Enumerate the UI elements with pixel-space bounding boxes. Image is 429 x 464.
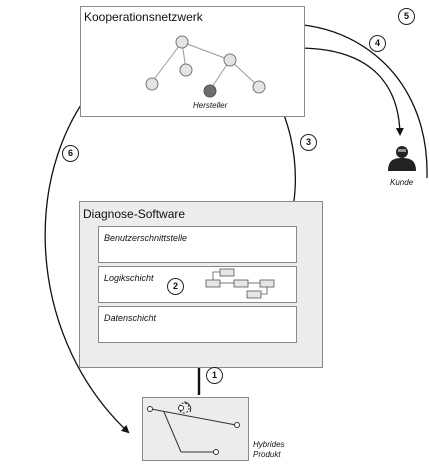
step-1-badge: 1 bbox=[206, 367, 223, 384]
step-2-badge: 2 bbox=[167, 278, 184, 295]
layer-label: Benutzerschnittstelle bbox=[104, 233, 188, 243]
step-4-badge: 4 bbox=[369, 35, 386, 52]
manufacturer-label: Hersteller bbox=[193, 101, 228, 110]
layer-user-interface: Benutzerschnittstelle bbox=[98, 226, 297, 263]
step-3-badge: 3 bbox=[300, 134, 317, 151]
software-title: Diagnose-Software bbox=[83, 207, 186, 221]
cooperation-network-box bbox=[80, 6, 305, 117]
network-title: Kooperationsnetzwerk bbox=[84, 10, 203, 24]
network-node bbox=[175, 35, 189, 49]
network-node bbox=[252, 80, 266, 94]
step-6-badge: 6 bbox=[62, 145, 79, 162]
customer-label: Kunde bbox=[390, 178, 414, 187]
step-5-badge: 5 bbox=[398, 8, 415, 25]
network-node bbox=[145, 77, 159, 91]
product-label-line1: Hybrides bbox=[253, 440, 285, 449]
network-node bbox=[223, 53, 237, 67]
network-node bbox=[179, 63, 193, 77]
hybrid-product-box bbox=[142, 397, 249, 461]
layer-label: Logikschicht bbox=[104, 273, 154, 283]
layer-data: Datenschicht bbox=[98, 306, 297, 343]
layer-label: Datenschicht bbox=[104, 313, 157, 323]
manufacturer-node bbox=[203, 84, 217, 98]
product-label-line2: Produkt bbox=[253, 450, 281, 459]
